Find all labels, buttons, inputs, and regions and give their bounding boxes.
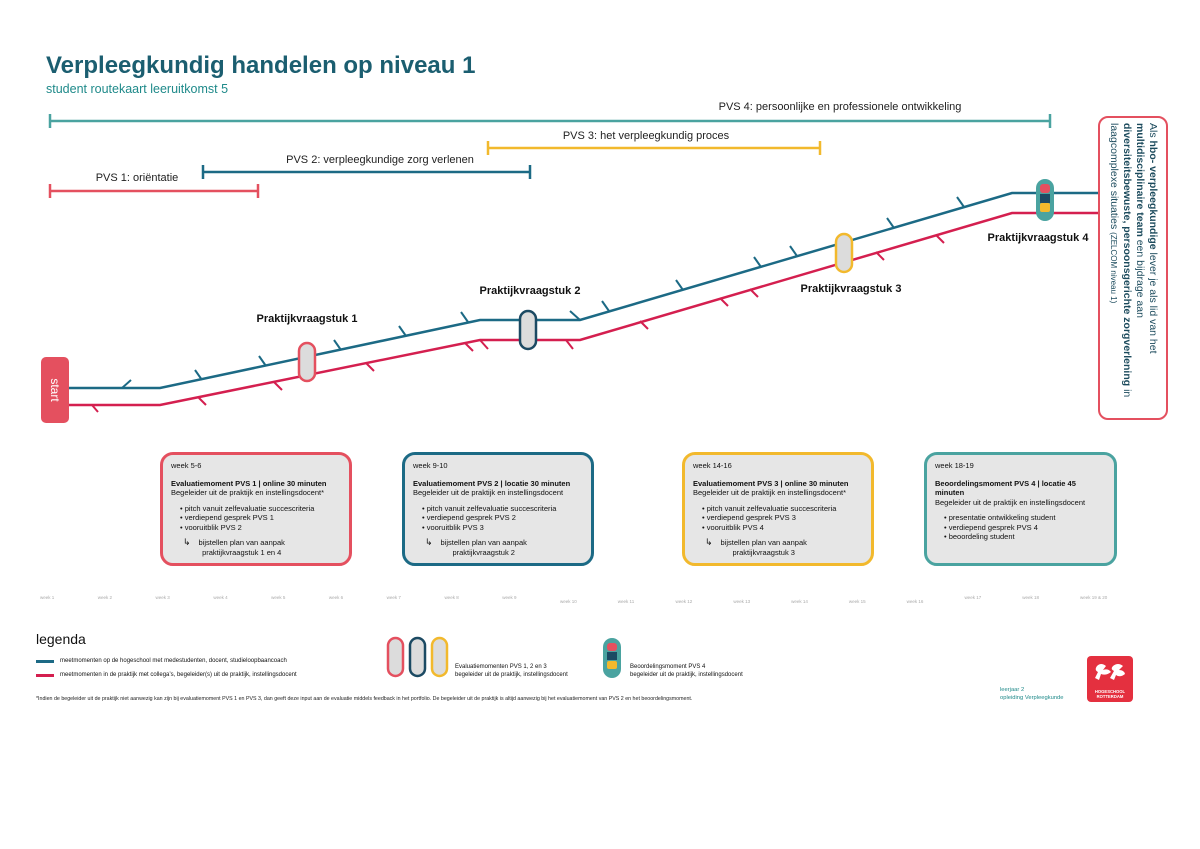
- week-label: week 6: [328, 595, 344, 600]
- return-arrow-icon: ↳: [183, 537, 191, 547]
- card-arrow-note: ↳bijstellen plan van aanpak praktijkvraa…: [705, 537, 807, 557]
- eval-card-pvs2: week 9-10 Evaluatiemoment PVS 2 | locati…: [402, 452, 594, 566]
- eval-card-pvs1: week 5-6 Evaluatiemoment PVS 1 | online …: [160, 452, 352, 566]
- school-route-line: [68, 191, 1100, 390]
- week-label: week 1: [40, 595, 55, 600]
- list-item: verdiepend gesprek PVS 2: [422, 513, 583, 523]
- list-item: pitch vanuit zelfevaluatie succescriteri…: [180, 504, 341, 514]
- week-label: week 5: [271, 595, 286, 600]
- list-item: vooruitblik PVS 2: [180, 523, 341, 533]
- card-sub: Begeleider uit de praktijk en instelling…: [935, 497, 1086, 507]
- card-list: pitch vanuit zelfevaluatie succescriteri…: [693, 504, 863, 533]
- list-item: vooruitblik PVS 3: [422, 523, 583, 533]
- list-item: presentatie ontwikkeling student: [944, 513, 1106, 523]
- pvs4-label: PVS 4: persoonlijke en professionele ont…: [718, 101, 962, 113]
- start-badge: start: [41, 357, 69, 423]
- card-heading: Beoordelingsmoment PVS 4 | locatie 45 mi…: [935, 478, 1076, 498]
- card-week: week 5-6: [171, 461, 202, 470]
- card-sub: Begeleider uit de praktijk en instelling…: [413, 488, 564, 497]
- list-item: beoordeling student: [944, 532, 1106, 542]
- list-item: verdiepend gesprek PVS 4: [944, 523, 1106, 533]
- beoordeling-card-pvs4: week 18-19 Beoordelingsmoment PVS 4 | lo…: [924, 452, 1117, 566]
- milestone-pill-2[interactable]: [518, 309, 538, 351]
- return-arrow-icon: ↳: [705, 537, 713, 547]
- hr-logo-icon: [1095, 664, 1125, 680]
- card-list: pitch vanuit zelfevaluatie succescriteri…: [413, 504, 583, 533]
- week-label: week 3: [155, 595, 170, 600]
- card-sub: Begeleider uit de praktijk en instelling…: [171, 488, 325, 497]
- legend-beoordeling-pill: [603, 638, 621, 678]
- page-subtitle: student routekaart leeruitkomst 5: [46, 82, 229, 96]
- legend-practice-text: meetmomenten in de praktijk met collega’…: [60, 672, 297, 678]
- legend-practice-line: [36, 674, 54, 677]
- milestone-label-3: Praktijkvraagstuk 3: [800, 283, 902, 295]
- pvs1-label: PVS 1: oriëntatie: [95, 172, 179, 184]
- card-heading: Evaluatiemoment PVS 3 | online 30 minute…: [693, 478, 849, 488]
- pvs4-bar: [48, 114, 1052, 128]
- card-list: pitch vanuit zelfevaluatie succescriteri…: [171, 504, 341, 533]
- legend-school-line: [36, 660, 54, 663]
- goal-text: Als hbo- verpleegkundige lever je als li…: [1108, 123, 1159, 398]
- pvs3-bar: [486, 141, 822, 155]
- list-item: pitch vanuit zelfevaluatie succescriteri…: [422, 504, 583, 514]
- week-label: week 9: [502, 595, 517, 600]
- card-heading: Evaluatiemoment PVS 1 | online 30 minute…: [171, 478, 327, 488]
- week-label: week 10: [560, 599, 577, 604]
- week-label: week 13: [733, 599, 751, 604]
- milestone-label-4: Praktijkvraagstuk 4: [987, 232, 1089, 244]
- legend-eval-pills: [386, 636, 449, 678]
- week-label: week 19 & 20: [1080, 595, 1108, 600]
- school-route-ticks: [121, 196, 965, 389]
- week-label: week 18: [1022, 595, 1039, 600]
- week-label: week 12: [675, 599, 693, 604]
- card-week: week 18-19: [935, 461, 974, 470]
- card-week: week 9-10: [413, 461, 448, 470]
- card-sub: Begeleider uit de praktijk en instelling…: [693, 488, 847, 497]
- week-label: week 15: [848, 599, 866, 604]
- eval-card-pvs3: week 14-16 Evaluatiemoment PVS 3 | onlin…: [682, 452, 874, 566]
- list-item: verdiepend gesprek PVS 3: [702, 513, 863, 523]
- card-arrow-note: ↳bijstellen plan van aanpak praktijkvraa…: [183, 537, 285, 557]
- week-label: week 17: [964, 595, 982, 600]
- card-week: week 14-16: [693, 461, 732, 470]
- milestone-pill-4[interactable]: [1036, 179, 1054, 221]
- pvs1-bar: [48, 184, 260, 198]
- week-label: week 8: [444, 595, 459, 600]
- card-heading: Evaluatiemoment PVS 2 | locatie 30 minut…: [413, 478, 571, 488]
- week-label: week 14: [791, 599, 808, 604]
- card-arrow-note: ↳bijstellen plan van aanpak praktijkvraa…: [425, 537, 527, 557]
- practice-route-line: [68, 211, 1100, 407]
- footnote: *Indien de begeleider uit de praktijk ni…: [36, 696, 693, 702]
- page-title: Verpleegkundig handelen op niveau 1: [46, 52, 476, 79]
- start-label: start: [48, 378, 62, 402]
- week-label: week 16: [906, 599, 924, 604]
- list-item: verdiepend gesprek PVS 1: [180, 513, 341, 523]
- practice-route-ticks: [91, 234, 945, 413]
- milestone-label-2: Praktijkvraagstuk 2: [479, 285, 581, 297]
- week-label: week 7: [386, 595, 401, 600]
- milestone-pill-1[interactable]: [297, 341, 317, 383]
- week-label: week 2: [97, 595, 113, 600]
- week-label: week 11: [617, 599, 635, 604]
- list-item: pitch vanuit zelfevaluatie succescriteri…: [702, 504, 863, 514]
- milestone-label-1: Praktijkvraagstuk 1: [256, 313, 358, 325]
- return-arrow-icon: ↳: [425, 537, 433, 547]
- legend-school-text: meetmomenten op de hogeschool met medest…: [60, 658, 287, 664]
- card-list: presentatie ontwikkeling student verdiep…: [935, 513, 1106, 542]
- pvs2-bar: [201, 165, 532, 179]
- pvs3-label: PVS 3: het verpleegkundig proces: [562, 130, 730, 142]
- week-label: week 4: [213, 595, 228, 600]
- legend-title: legenda: [36, 631, 86, 647]
- goal-box: Als hbo- verpleegkundige lever je als li…: [1098, 116, 1168, 420]
- list-item: vooruitblik PVS 4: [702, 523, 863, 533]
- pvs2-label: PVS 2: verpleegkundige zorg verlenen: [286, 154, 474, 166]
- milestone-pill-3[interactable]: [834, 232, 854, 274]
